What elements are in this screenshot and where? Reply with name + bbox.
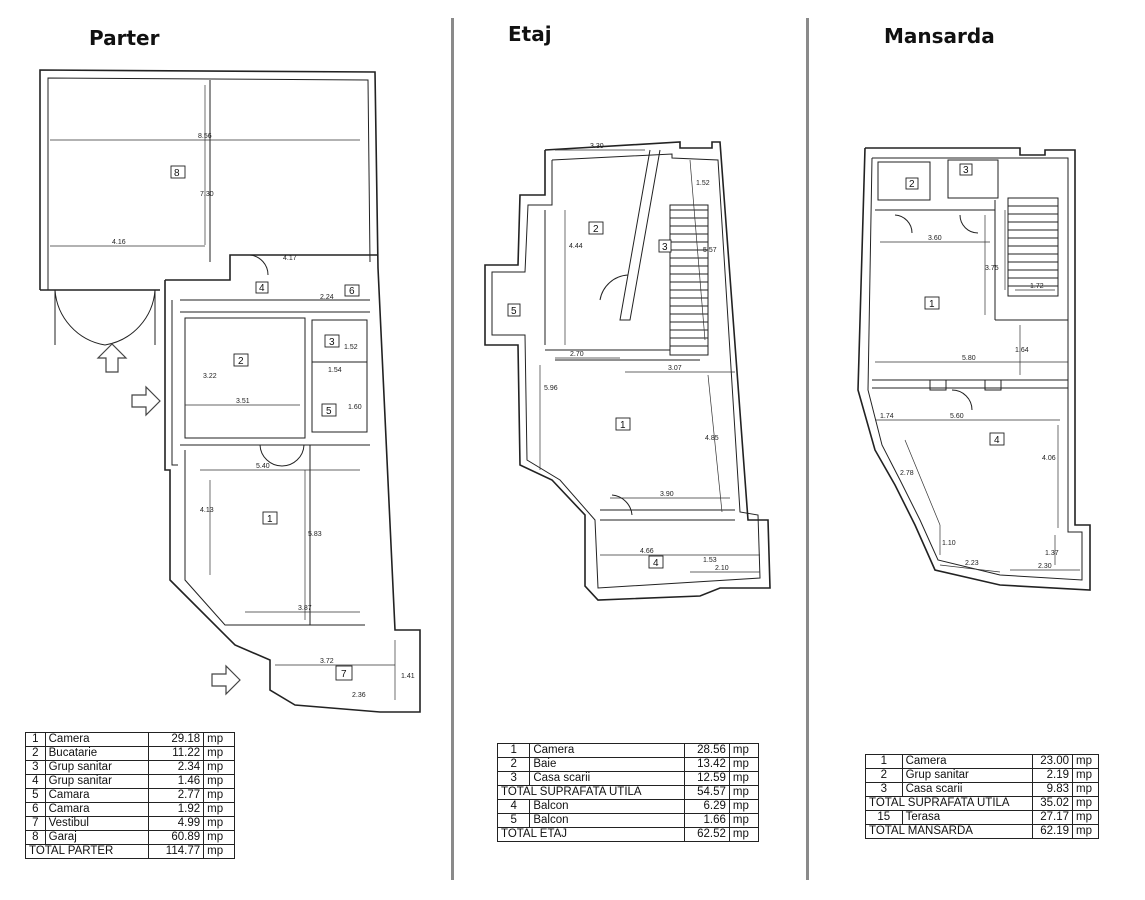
label-etaj-5: 5 xyxy=(511,306,517,317)
dim-etaj-466: 4.66 xyxy=(640,548,654,555)
dim-parter-garaj-w: 8.56 xyxy=(198,133,212,140)
label-mansarda-4: 4 xyxy=(994,435,1000,446)
label-etaj-3: 3 xyxy=(662,242,668,253)
dim-parter-224: 2.24 xyxy=(320,294,334,301)
label-etaj-2: 2 xyxy=(593,224,599,235)
dim-mansarda-223: 2.23 xyxy=(965,560,979,567)
dim-parter-garaj-low: 4.16 xyxy=(112,239,126,246)
dim-parter-387: 3.87 xyxy=(298,605,312,612)
dim-etaj-152: 1.52 xyxy=(696,180,710,187)
dim-mansarda-174: 1.74 xyxy=(880,413,894,420)
plan-mansarda: 1 2 3 4 3.60 3.75 5.80 1.64 5.60 4.06 2.… xyxy=(857,147,1091,591)
dim-mansarda-137: 1.37 xyxy=(1045,550,1059,557)
dim-parter-583: 5.83 xyxy=(308,531,322,538)
heading-parter: Parter xyxy=(89,26,160,50)
dim-parter-236: 2.36 xyxy=(352,692,366,699)
dim-etaj-485: 4.85 xyxy=(705,435,719,442)
divider-right xyxy=(806,18,809,880)
dim-etaj-557: 5.57 xyxy=(703,247,717,254)
label-etaj-1: 1 xyxy=(620,420,626,431)
dim-mansarda-360: 3.60 xyxy=(928,235,942,242)
dim-parter-322: 3.22 xyxy=(203,373,217,380)
label-parter-1: 1 xyxy=(267,514,273,525)
dim-etaj-444: 4.44 xyxy=(569,243,583,250)
dim-parter-160: 1.60 xyxy=(348,404,362,411)
dim-etaj-270: 2.70 xyxy=(570,351,584,358)
dim-parter-417: 4.17 xyxy=(283,255,297,262)
plan-parter: 8 2 3 4 5 6 1 7 8.56 7.30 4.16 4.17 3.51… xyxy=(39,69,421,713)
label-parter-4: 4 xyxy=(259,283,265,294)
plan-etaj: 1 2 3 4 5 3.30 1.52 4.44 5.57 2.70 3.07 … xyxy=(484,141,771,601)
dim-mansarda-580: 5.80 xyxy=(962,355,976,362)
dim-parter-540: 5.40 xyxy=(256,463,270,470)
dim-parter-154: 1.54 xyxy=(328,367,342,374)
label-parter-2: 2 xyxy=(238,356,244,367)
dim-parter-372: 3.72 xyxy=(320,658,334,665)
divider-left xyxy=(451,18,454,880)
dim-etaj-330: 3.30 xyxy=(590,143,604,150)
dim-etaj-390: 3.90 xyxy=(660,491,674,498)
dim-mansarda-560: 5.60 xyxy=(950,413,964,420)
dim-parter-141: 1.41 xyxy=(401,673,415,680)
dim-mansarda-375: 3.75 xyxy=(985,265,999,272)
heading-etaj: Etaj xyxy=(508,22,552,46)
label-mansarda-3: 3 xyxy=(963,165,969,176)
label-parter-6: 6 xyxy=(349,286,355,297)
dim-parter-351: 3.51 xyxy=(236,398,250,405)
label-mansarda-1: 1 xyxy=(929,299,935,310)
dim-etaj-307: 3.07 xyxy=(668,365,682,372)
heading-mansarda: Mansarda xyxy=(884,24,995,48)
dim-etaj-596: 5.96 xyxy=(544,385,558,392)
label-parter-8: 8 xyxy=(174,168,180,179)
dim-mansarda-230: 2.30 xyxy=(1038,563,1052,570)
dim-mansarda-164: 1.64 xyxy=(1015,347,1029,354)
dim-mansarda-406: 4.06 xyxy=(1042,455,1056,462)
dim-parter-152: 1.52 xyxy=(344,344,358,351)
label-etaj-4: 4 xyxy=(653,558,659,569)
dim-mansarda-110: 1.10 xyxy=(942,540,956,547)
dim-etaj-153: 1.53 xyxy=(703,557,717,564)
dim-mansarda-172: 1.72 xyxy=(1030,283,1044,290)
label-parter-7: 7 xyxy=(341,669,347,680)
dim-mansarda-278: 2.78 xyxy=(900,470,914,477)
label-mansarda-2: 2 xyxy=(909,179,915,190)
dim-parter-garaj-h: 7.30 xyxy=(200,191,214,198)
label-parter-3: 3 xyxy=(329,337,335,348)
label-parter-5: 5 xyxy=(326,406,332,417)
dim-parter-413: 4.13 xyxy=(200,507,214,514)
dim-etaj-210: 2.10 xyxy=(715,565,729,572)
